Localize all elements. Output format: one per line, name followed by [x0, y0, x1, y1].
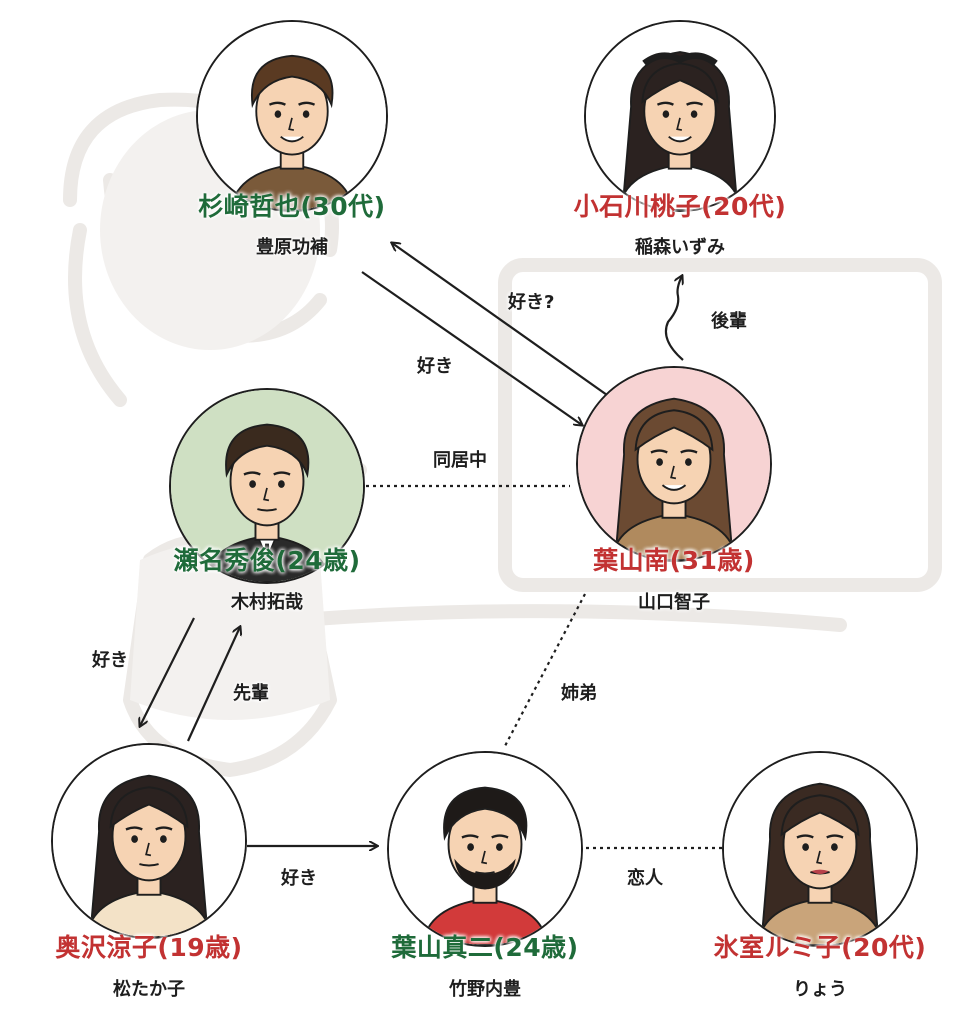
actor-hayama-minami: 山口智子: [638, 592, 710, 613]
label-sena-to-okusawa: 好き: [92, 650, 128, 671]
line-shitei: [504, 593, 586, 747]
arrow-sena-to-okusawa: [140, 617, 195, 726]
avatar-hayama-minami: [576, 366, 772, 562]
name-sugisaki: 杉崎哲也(30代): [198, 192, 386, 221]
name-himuro: 氷室ルミ子(20代): [713, 933, 927, 962]
arrow-sugisaki-to-minami: [361, 271, 582, 425]
name-okusawa: 奥沢涼子(19歳): [55, 933, 243, 962]
avatar-hayama-shinji: [387, 751, 583, 947]
label-minami-to-sugisaki: 好き?: [508, 292, 555, 313]
actor-hayama-shinji: 竹野内豊: [449, 979, 521, 1000]
arrow-minami-to-sugisaki: [392, 243, 608, 396]
actor-sena: 木村拓哉: [231, 592, 303, 613]
avatar-okusawa: [51, 743, 247, 939]
actor-okusawa: 松たか子: [113, 979, 185, 1000]
label-senpai: 先輩: [233, 683, 269, 704]
label-koibito: 恋人: [627, 868, 663, 889]
avatar-sugisaki: [196, 20, 388, 212]
actor-himuro: りょう: [793, 979, 847, 1000]
name-hayama-minami: 葉山南(31歳): [593, 546, 755, 575]
label-kohai: 後輩: [711, 311, 747, 332]
label-shitei: 姉弟: [561, 683, 597, 704]
avatar-sena: [169, 388, 365, 584]
name-sena: 瀬名秀俊(24歳): [173, 546, 361, 575]
arrow-kohai: [664, 276, 683, 361]
avatar-himuro: [722, 751, 918, 947]
name-koishikawa: 小石川桃子(20代): [573, 192, 787, 221]
arrow-senpai: [186, 627, 240, 742]
avatar-koishikawa: [584, 20, 776, 212]
label-doukyo: 同居中: [433, 450, 487, 471]
actor-koishikawa: 稲森いずみ: [635, 237, 725, 258]
actor-sugisaki: 豊原功補: [256, 237, 328, 258]
label-sugisaki-to-minami: 好き: [417, 356, 453, 377]
label-okusawa-to-shinji: 好き: [281, 868, 317, 889]
name-hayama-shinji: 葉山真二(24歳): [391, 933, 579, 962]
